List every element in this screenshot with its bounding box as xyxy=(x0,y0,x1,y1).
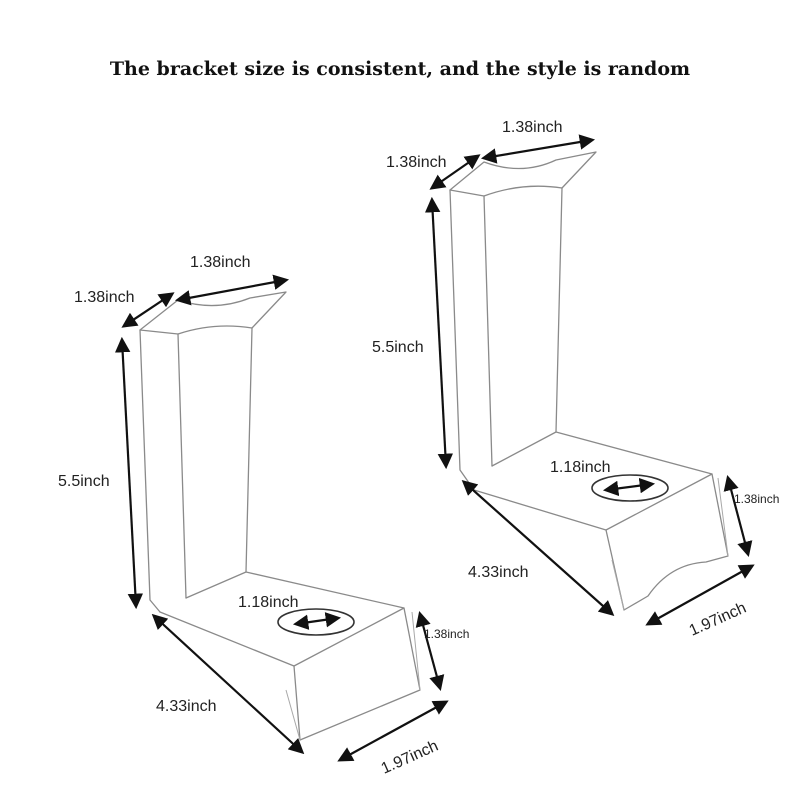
arrow-right-top-width xyxy=(480,134,596,164)
page-title: The bracket size is consistent, and the … xyxy=(109,58,691,80)
stand-right-front-edge xyxy=(449,189,475,491)
arrow-right-base-length xyxy=(461,479,615,617)
arrow-right-side-height xyxy=(723,475,753,557)
stand-right-top-cradle xyxy=(449,151,597,197)
arrow-left-height xyxy=(114,336,144,610)
stand-right-back-edge xyxy=(555,187,563,433)
arrow-right-top-depth xyxy=(429,154,481,190)
stand-right-base-top xyxy=(473,431,713,531)
stand-right-inner-edge xyxy=(483,195,493,467)
label-left-hole: 1.18inch xyxy=(238,594,299,611)
label-left-top-depth: 1.38inch xyxy=(74,289,135,306)
label-left-base-length: 4.33inch xyxy=(156,698,217,715)
stand-left xyxy=(139,291,421,741)
label-right-top-width: 1.38inch xyxy=(502,119,563,136)
stand-left-inner-edge xyxy=(177,333,187,599)
arrow-left-top-depth xyxy=(121,292,175,328)
arrow-right-base-width xyxy=(645,564,755,626)
label-right-base-length: 4.33inch xyxy=(468,564,529,581)
arrow-left-base-length xyxy=(151,613,305,755)
stand-right xyxy=(449,151,729,611)
arrow-left-side-height xyxy=(415,611,445,691)
stand-right-slot xyxy=(591,474,669,502)
label-right-base-width: 1.97inch xyxy=(687,600,749,640)
label-right-height: 5.5inch xyxy=(372,339,424,356)
label-right-side-height: 1.38inch xyxy=(734,492,779,506)
arrow-left-base-width xyxy=(337,700,449,762)
stand-right-arrows xyxy=(424,134,755,626)
stand-left-back-edge xyxy=(245,327,253,573)
arrow-right-height xyxy=(424,196,454,470)
stand-left-arrows xyxy=(114,274,449,762)
label-left-height: 5.5inch xyxy=(58,473,110,490)
label-left-top-width: 1.38inch xyxy=(190,254,251,271)
arrow-left-top-width xyxy=(174,274,290,306)
label-left-side-height: 1.38inch xyxy=(424,627,469,641)
label-right-top-depth: 1.38inch xyxy=(386,154,447,171)
label-left-base-width: 1.97inch xyxy=(379,738,441,778)
stand-left-top-cradle xyxy=(139,291,287,335)
label-right-hole: 1.18inch xyxy=(550,459,611,476)
stand-left-front-edge xyxy=(139,329,161,613)
